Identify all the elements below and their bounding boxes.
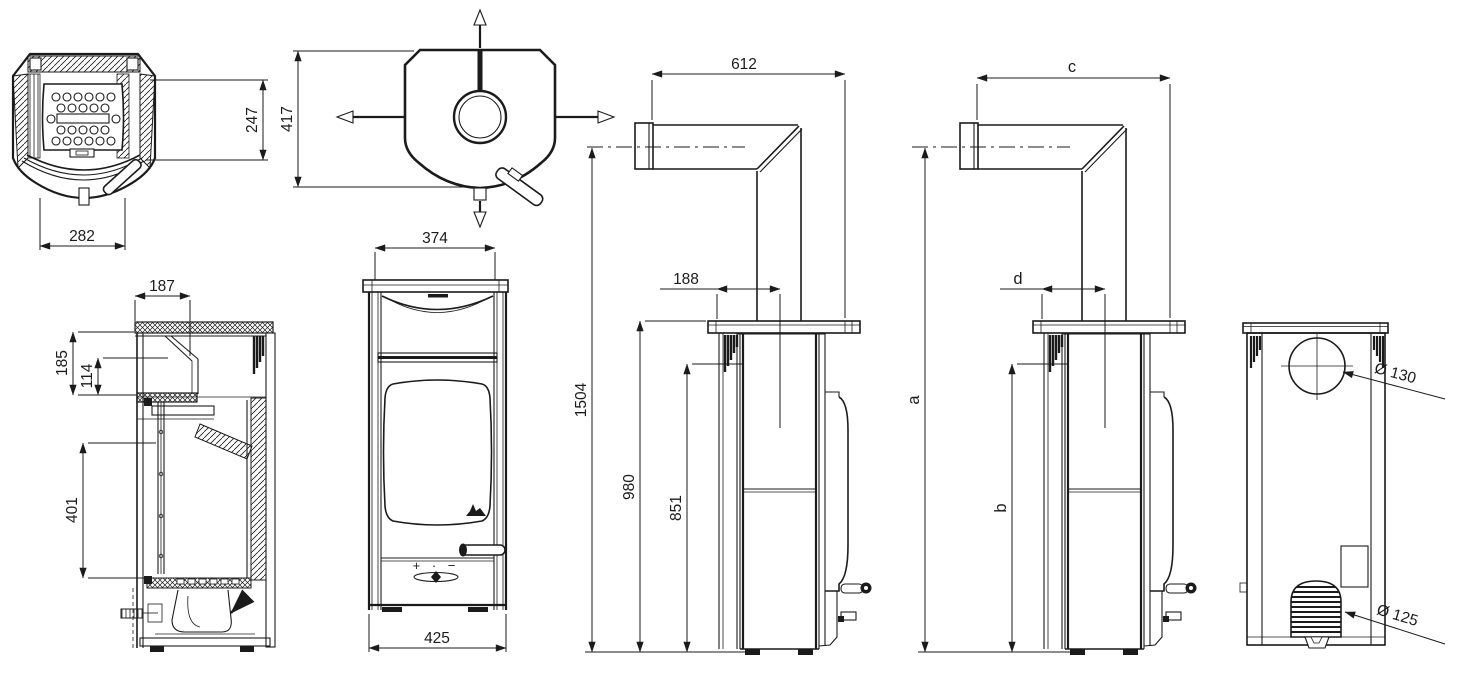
rating-plate <box>1340 545 1369 588</box>
direction-arrows <box>335 8 616 229</box>
dim-flue-depth: c <box>976 58 1171 318</box>
dim-label: 1504 <box>573 382 590 417</box>
dim-flue-center-height: a <box>905 147 929 653</box>
dim-width-base: 425 <box>368 614 507 652</box>
dim-flue-depth: 612 <box>651 56 846 318</box>
side-view-dimensioned: 612 188 1504 980 851 <box>573 56 873 657</box>
rear-flue-outlet <box>1281 334 1353 400</box>
dim-depth: 247 <box>146 79 268 161</box>
upper-window <box>372 291 503 363</box>
door-handle <box>459 543 506 557</box>
flame-logo-icon <box>466 504 486 516</box>
perforated-back-plate <box>41 83 125 151</box>
dim-label: a <box>905 395 923 405</box>
door-handle <box>102 158 142 196</box>
dim-label: b <box>992 503 1010 512</box>
dim-label: 282 <box>69 228 95 245</box>
rear-wall-hatch <box>252 336 265 374</box>
dim-rear-outlet-height: 851 <box>668 363 742 653</box>
dim-label: d <box>1013 270 1022 288</box>
dim-label: 612 <box>731 56 757 73</box>
dim-flue-center-height: 1504 <box>573 147 596 653</box>
baffle-plate <box>194 423 253 460</box>
door-handle <box>495 167 544 207</box>
dim-top-plate-depth: 187 <box>134 278 191 356</box>
dim-label: 247 <box>244 107 261 133</box>
dim-body-height: 980 <box>621 320 706 653</box>
dim-funnel-height: 114 <box>79 357 168 396</box>
dim-label: 374 <box>422 230 448 247</box>
dim-label: c <box>1068 58 1076 76</box>
dim-label: 187 <box>149 278 175 295</box>
grate-slots <box>176 578 240 585</box>
top-view: 417 374 <box>279 8 616 280</box>
dim-rear-outlet-height: b <box>992 363 1067 653</box>
flue-funnel <box>164 335 199 394</box>
dim-width: 282 <box>39 198 126 250</box>
dim-label: Ø 130 <box>1373 360 1419 387</box>
front-view: + · − 425 <box>362 279 509 652</box>
air-control-labels: + · − <box>413 558 460 573</box>
door-glass-section <box>157 402 165 574</box>
dim-width-top: 374 <box>374 230 496 280</box>
dim-label: 401 <box>64 497 81 523</box>
air-control-knob <box>120 588 163 648</box>
corner-hatch-right <box>1372 336 1385 368</box>
door-glass <box>382 379 493 526</box>
dim-glass-height: 401 <box>64 442 156 579</box>
dim-flue-diameter: Ø 130 <box>1342 360 1446 400</box>
dim-label: 185 <box>54 350 71 376</box>
rear-view: Ø 130 Ø 125 <box>1239 322 1446 649</box>
dim-flue-offset: 188 <box>660 271 781 428</box>
side-section-view: 187 185 114 401 <box>54 278 276 652</box>
dim-label: 425 <box>424 630 450 647</box>
dim-depth-overall: 417 <box>279 50 468 188</box>
ash-compartment <box>139 589 271 652</box>
corner-hatch-left <box>1249 336 1262 368</box>
dim-collar-height: 185 <box>54 331 136 396</box>
top-section-view: 282 247 <box>11 52 268 250</box>
flue-outlet-circle <box>452 89 508 145</box>
dim-label: 980 <box>621 474 638 500</box>
dim-intake-diameter: Ø 125 <box>1344 601 1446 645</box>
dim-label: 188 <box>673 271 699 288</box>
dim-label: 851 <box>668 495 685 521</box>
dim-label: Ø 125 <box>1375 601 1420 630</box>
side-view-lettered: c d a b <box>905 58 1198 657</box>
dim-label: 417 <box>279 106 296 132</box>
dim-label: 114 <box>79 363 96 388</box>
dim-flue-offset: d <box>1000 270 1106 428</box>
air-intake-grille <box>1290 580 1342 649</box>
air-control: + · − <box>413 558 460 583</box>
